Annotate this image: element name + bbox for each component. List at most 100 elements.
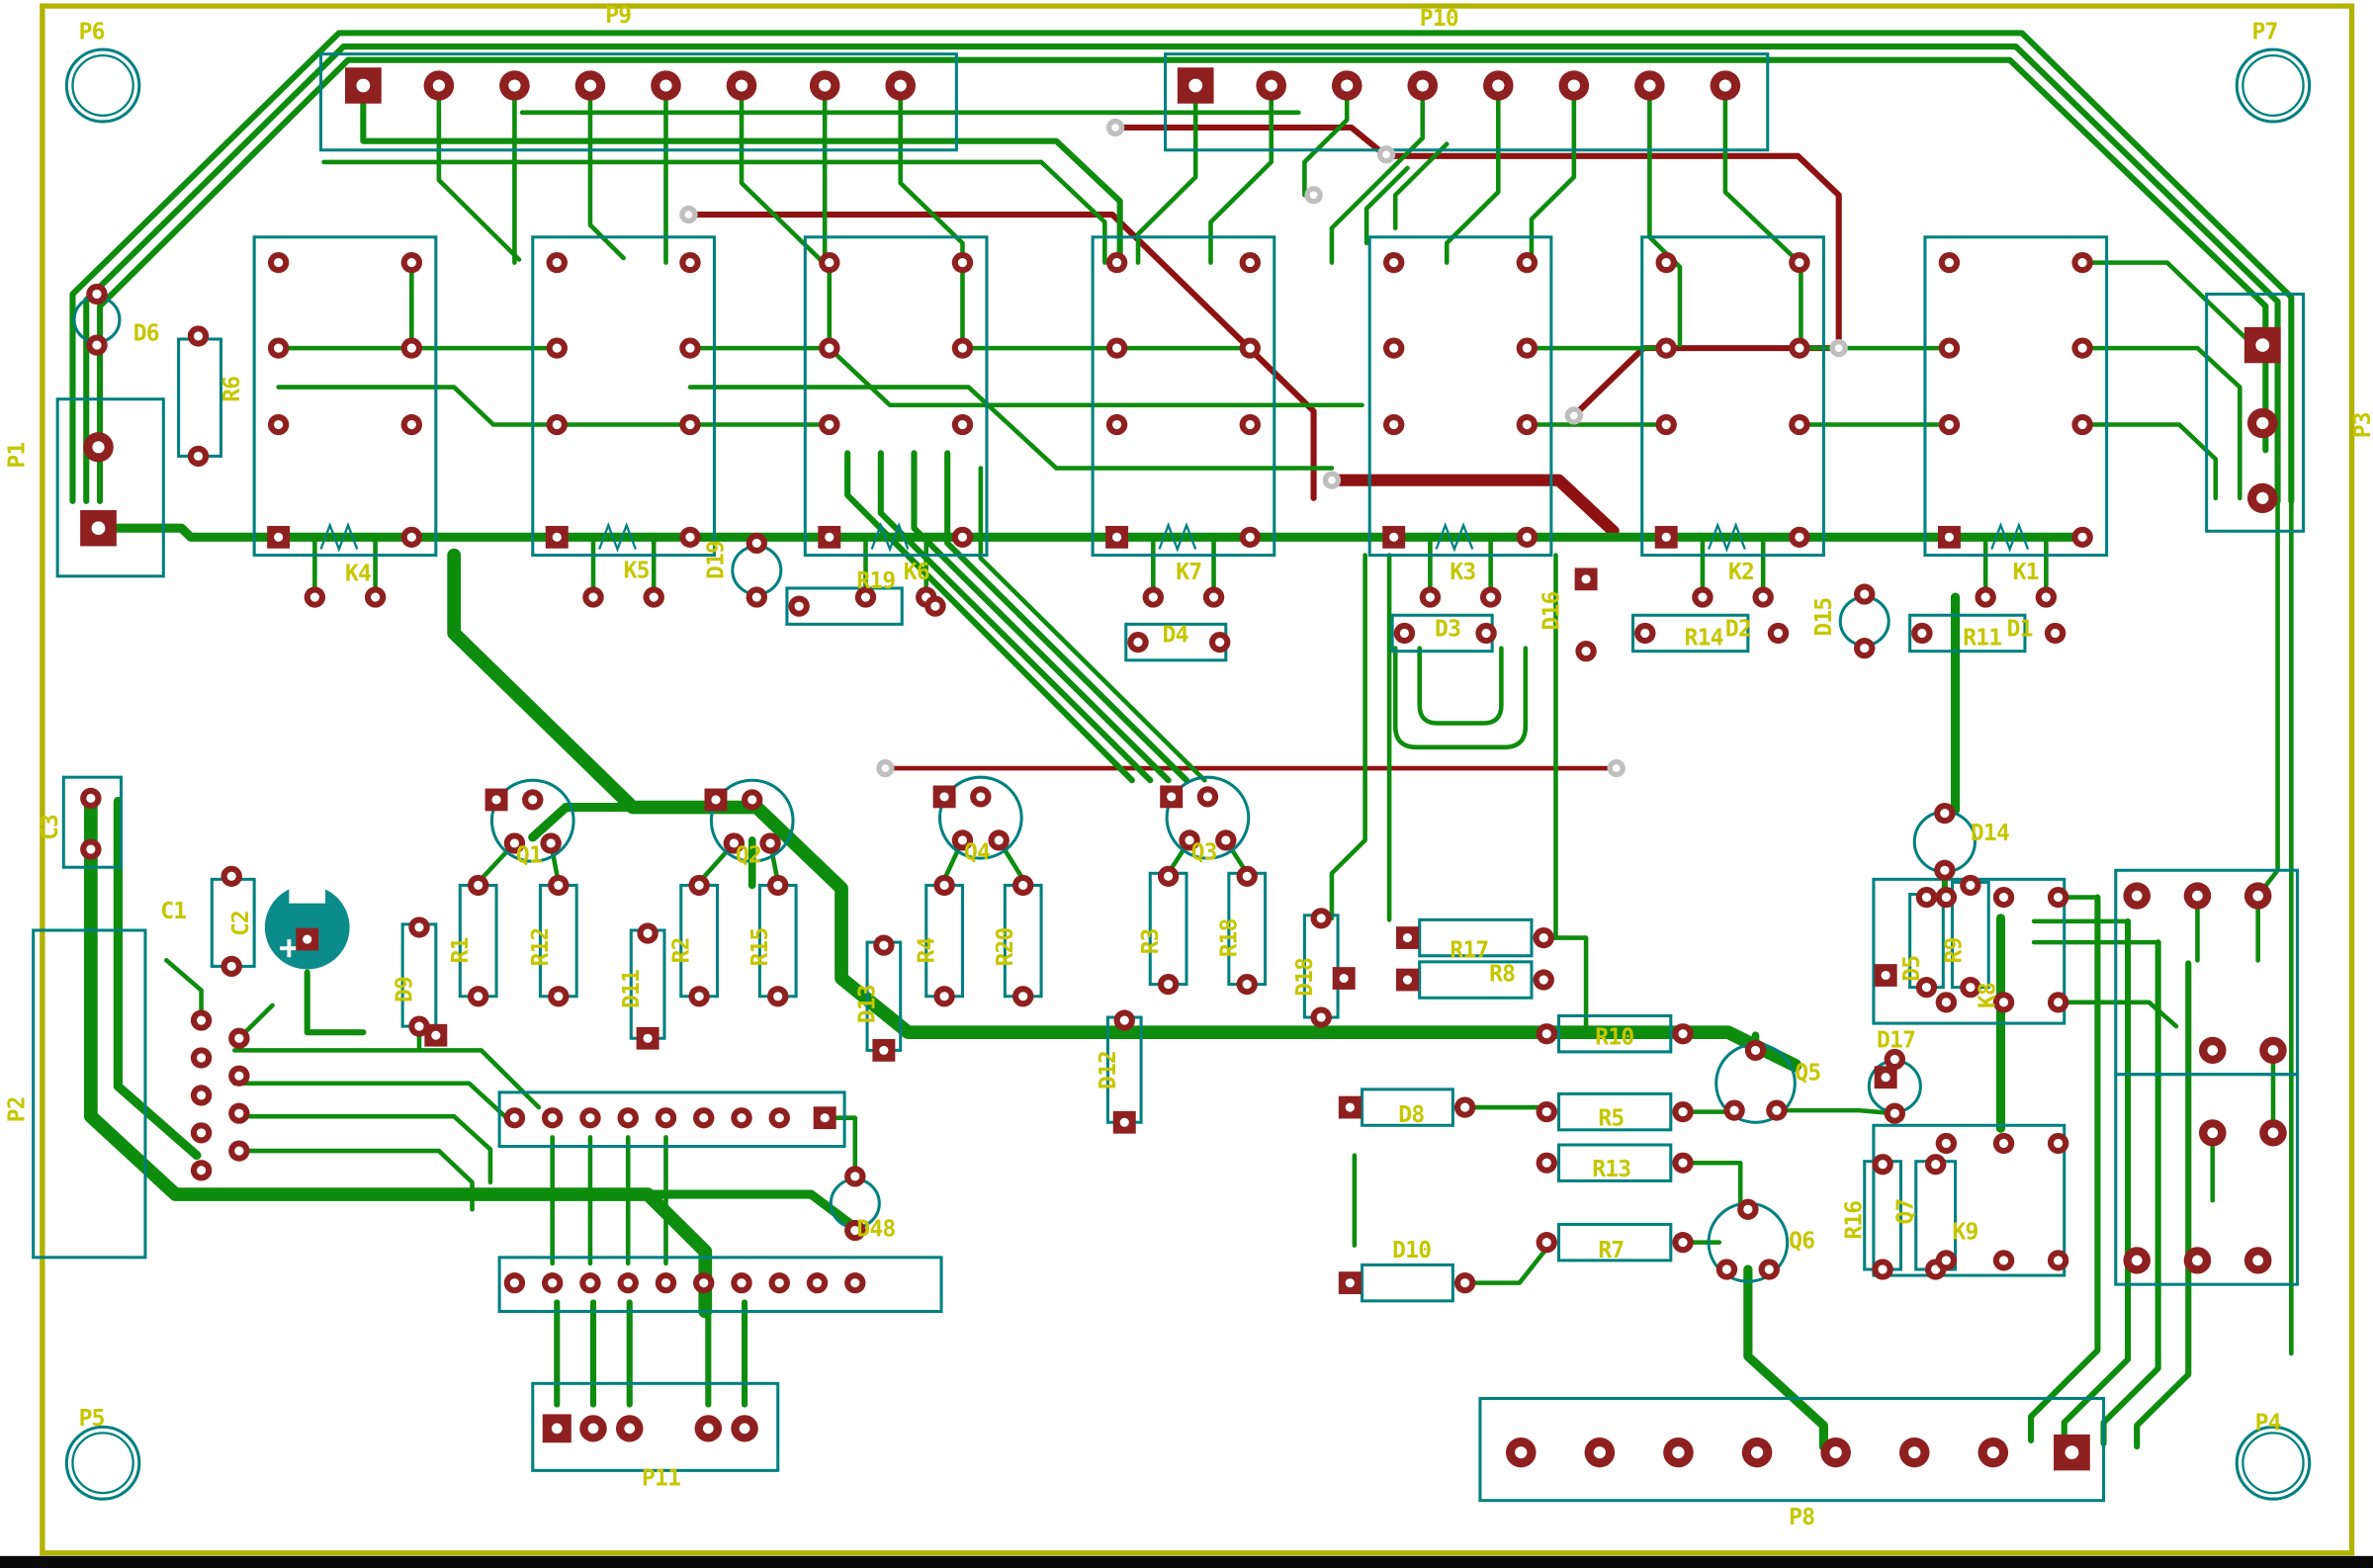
pad-hole (1881, 970, 1890, 981)
pad-hole (2192, 890, 2203, 902)
silkscreen-outline (177, 337, 222, 458)
pad-hole (86, 793, 96, 803)
component-label-k4: K4 (345, 561, 371, 586)
pad-hole (930, 601, 940, 611)
silkscreen-outline (1361, 1263, 1454, 1303)
silkscreen-outline (55, 397, 165, 578)
pad-hole (1541, 1158, 1551, 1168)
pad-hole (548, 1278, 558, 1288)
copper-trace-top (1680, 1160, 1743, 1212)
pad-hole (1389, 258, 1399, 268)
component-label-d17: D17 (1877, 1027, 1915, 1053)
pad-hole (1185, 835, 1194, 845)
pad-hole (1698, 592, 1708, 602)
pad-hole (234, 1071, 244, 1081)
pad-hole (406, 343, 416, 353)
pad-hole (850, 1278, 860, 1288)
copper-trace-top (1774, 1107, 1897, 1116)
silkscreen-outline (1908, 613, 2027, 653)
pad-hole (226, 961, 236, 971)
pad-hole (2050, 628, 2061, 639)
pad-hole (552, 532, 562, 542)
via-hole (1328, 476, 1336, 484)
pad-hole (1208, 592, 1219, 602)
pad-hole (1245, 258, 1255, 268)
copper-trace-top (687, 385, 1335, 471)
pad-hole (1998, 893, 2009, 903)
component-label-p3: P3 (2350, 412, 2373, 438)
silkscreen-circle (709, 778, 795, 863)
silkscreen-outline (2114, 1073, 2299, 1286)
pad-hole (1119, 1117, 1129, 1127)
component-label-p10: P10 (1420, 6, 1458, 32)
pad-hole (552, 258, 562, 268)
component-label-d14: D14 (1971, 821, 2009, 846)
pad-hole (552, 343, 562, 353)
component-label-d3: D3 (1435, 617, 1460, 643)
pad-hole (2054, 998, 2064, 1007)
pad-hole (1643, 79, 1656, 92)
pad-hole (274, 419, 284, 430)
component-label-p2: P2 (4, 1096, 30, 1122)
pad-hole (193, 451, 204, 461)
pad-hole (92, 340, 102, 350)
pad-hole (528, 795, 538, 805)
pad-hole (1750, 1446, 1764, 1459)
pad-hole (2256, 416, 2269, 430)
pad-hole (957, 835, 968, 845)
component-label-d2: D2 (1725, 617, 1751, 643)
copper-trace-top (93, 523, 2087, 542)
pad-hole (1980, 592, 1990, 602)
pad-hole (1399, 628, 1409, 639)
component-label-r4: R4 (914, 937, 939, 963)
pad-hole (1941, 998, 1951, 1007)
component-label-r11: R11 (1963, 626, 2001, 652)
pad-hole (765, 838, 775, 848)
pad-hole (702, 1423, 714, 1435)
pad-hole (739, 1423, 750, 1435)
pad-hole (1917, 628, 1927, 639)
pad-hole (1729, 1105, 1739, 1115)
component-label-k2: K2 (1728, 560, 1754, 585)
copper-trace-top (1392, 646, 1529, 750)
pad-hole (1481, 628, 1491, 639)
pad-hole (1242, 980, 1252, 990)
copper-trace-bottom (1325, 474, 1620, 538)
pad-hole (1881, 1073, 1890, 1083)
component-label-r6: R6 (220, 377, 245, 402)
pad-hole (1522, 258, 1532, 268)
pad-hole (1944, 532, 1955, 542)
component-label-r3: R3 (1138, 928, 1164, 954)
pad-hole (1245, 343, 1255, 353)
pad-hole (551, 1423, 563, 1435)
pad-hole (1389, 419, 1399, 430)
pad-hole (643, 928, 653, 938)
copper-trace-top (2061, 917, 2132, 1447)
silkscreen-outline (531, 1381, 780, 1472)
component-label-p5: P5 (79, 1406, 105, 1432)
pad-hole (1678, 1029, 1688, 1039)
component-label-p6: P6 (79, 20, 105, 45)
pad-hole (91, 521, 106, 536)
via-hole (684, 211, 693, 218)
component-label-c1: C1 (160, 899, 186, 924)
pad-hole (196, 1128, 207, 1138)
mounting-hole (2241, 1432, 2305, 1495)
pad-hole (92, 441, 105, 454)
copper-trace-top (1368, 83, 1426, 192)
pad-hole (1018, 880, 1028, 890)
pad-hole (1402, 975, 1413, 985)
plus-mark-icon (280, 939, 299, 958)
component-label-p1: P1 (4, 443, 30, 469)
component-label-d19: D19 (704, 541, 730, 579)
component-label-r10: R10 (1595, 1024, 1633, 1050)
silkscreen-outline (1950, 880, 1990, 990)
pad-hole (2267, 1127, 2279, 1139)
pad-hole (1931, 1160, 1941, 1170)
copper-trace-top (877, 450, 1154, 784)
pad-hole (431, 1030, 441, 1040)
pad-hole (193, 331, 204, 341)
pad-hole (685, 532, 695, 542)
pad-hole (509, 838, 519, 848)
